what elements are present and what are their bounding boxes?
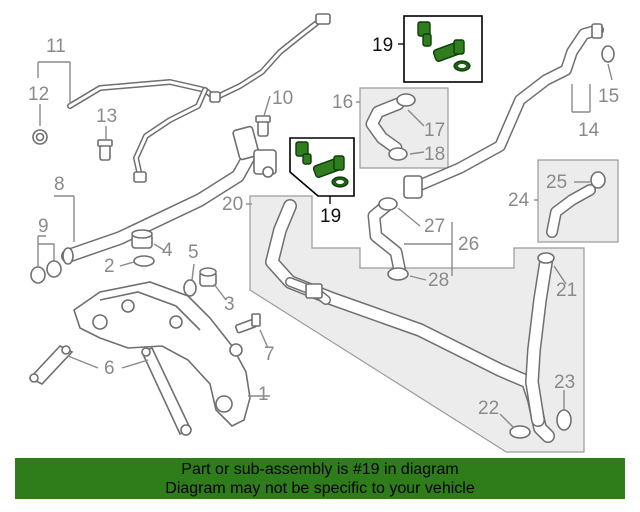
callout-21: 21: [556, 280, 577, 301]
callout-2: 2: [104, 256, 115, 277]
seal-2: [133, 255, 155, 267]
coolant-hose-26: [367, 199, 407, 279]
callout-23: 23: [554, 372, 575, 393]
callout-11: 11: [46, 36, 66, 57]
coolant-pipe-14: [403, 23, 604, 199]
hose-16: [365, 97, 405, 155]
callout-15: 15: [598, 86, 619, 107]
clamp-18: [388, 147, 408, 161]
bracket-6-left: [28, 345, 74, 385]
callout-8: 8: [54, 174, 65, 195]
panel-26-bracket: [404, 222, 453, 276]
banner-line-2: Diagram may not be specific to your vehi…: [165, 480, 475, 497]
callout-16: 16: [332, 92, 353, 113]
callout-10: 10: [272, 88, 293, 109]
clamp-22: [509, 425, 531, 439]
seal-5: [183, 279, 197, 297]
part-19-top: [417, 21, 471, 72]
clamp-23: [556, 409, 572, 431]
callout-1: 1: [258, 384, 269, 405]
callout-28: 28: [428, 270, 449, 291]
coolant-pipe-11: [67, 13, 331, 183]
clamp-27: [378, 197, 398, 211]
callout-5: 5: [188, 242, 199, 263]
o-rings-9: [30, 260, 62, 284]
callout-13: 13: [96, 106, 117, 127]
hose-21: [525, 252, 555, 427]
clamp-28: [387, 267, 409, 281]
plug-3: [199, 267, 217, 287]
callout-27: 27: [424, 216, 445, 237]
callout-6: 6: [104, 358, 115, 379]
part-info-banner: Part or sub-assembly is #19 in diagram D…: [15, 458, 625, 499]
plug-4: [131, 229, 153, 249]
washer-12: [32, 129, 48, 145]
hose-24: [546, 184, 596, 238]
callout-19-top: 19: [372, 35, 393, 56]
part-19-lower: [295, 141, 349, 188]
coolant-pipe-8: [61, 125, 277, 265]
gasket-15: [601, 45, 615, 63]
bolt-7: [234, 313, 261, 334]
gasket-25: [590, 171, 606, 189]
bolt-10: [255, 115, 271, 137]
callout-labels: 1 2 3 4 5 6 7 8 9 10 11 12 13 14 15 16 1…: [28, 35, 619, 419]
clamp-17: [396, 93, 416, 107]
callout-14: 14: [578, 120, 600, 141]
callout-12: 12: [28, 84, 49, 105]
callout-25: 25: [546, 172, 567, 193]
callout-9: 9: [38, 216, 49, 237]
callout-20: 20: [222, 194, 243, 215]
bolt-13: [97, 139, 113, 161]
leader-lines: [37, 61, 613, 429]
callout-3: 3: [224, 294, 235, 315]
callout-7: 7: [264, 344, 275, 365]
callout-19-lower: 19: [320, 206, 341, 227]
leader-lines-19: [329, 43, 404, 204]
callout-17: 17: [424, 120, 445, 141]
coolant-hose-exploded-diagram: 1 2 3 4 5 6 7 8 9 10 11 12 13 14 15 16 1…: [28, 13, 619, 453]
callout-22: 22: [478, 398, 499, 419]
callout-18: 18: [424, 144, 445, 165]
coolant-housing-1: [73, 281, 251, 427]
bracket-6-right: [140, 346, 192, 436]
callout-24: 24: [508, 190, 530, 211]
callout-26: 26: [458, 234, 479, 255]
callout-4: 4: [162, 240, 173, 261]
banner-line-1: Part or sub-assembly is #19 in diagram: [181, 461, 459, 478]
